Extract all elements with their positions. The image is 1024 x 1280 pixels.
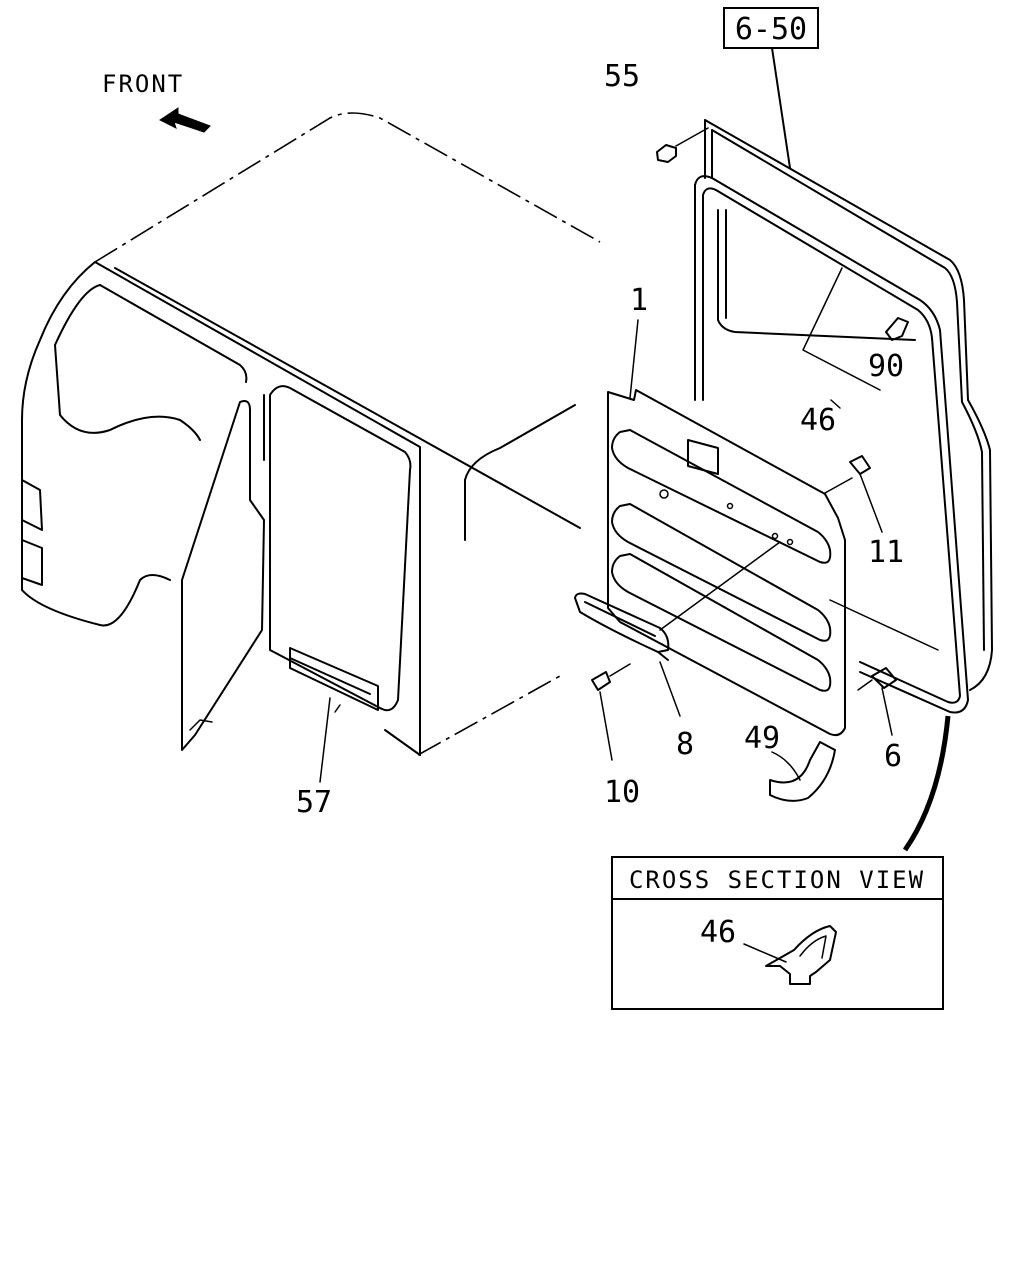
pull-handle bbox=[574, 592, 670, 661]
cross-section-view: CROSS SECTION VIEW 46 bbox=[611, 856, 944, 1010]
clip-90-icon bbox=[885, 317, 909, 341]
weatherstrip-section-icon bbox=[765, 925, 837, 985]
door-frame bbox=[694, 119, 993, 714]
trim-piece-49 bbox=[769, 741, 836, 802]
cross-section-title: CROSS SECTION VIEW bbox=[629, 866, 925, 894]
door-trim-panel bbox=[607, 389, 846, 737]
plug-icon bbox=[656, 144, 677, 163]
callout-46: 46 bbox=[800, 403, 836, 438]
callout-10: 10 bbox=[604, 775, 640, 810]
callout-1: 1 bbox=[630, 283, 648, 318]
callout-49: 49 bbox=[744, 721, 780, 756]
callout-8: 8 bbox=[676, 727, 694, 762]
cross-section-callout-46: 46 bbox=[700, 915, 736, 950]
fasteners bbox=[591, 127, 909, 802]
vehicle-body bbox=[21, 112, 601, 756]
callout-11: 11 bbox=[868, 535, 904, 570]
clip-11-icon bbox=[849, 455, 871, 475]
callout-90: 90 bbox=[868, 349, 904, 384]
front-indicator: FRONT bbox=[102, 70, 211, 133]
screw-10-icon bbox=[591, 671, 611, 691]
clip-6-icon bbox=[871, 667, 897, 689]
front-arrow-icon bbox=[159, 107, 211, 133]
callout-55: 55 bbox=[604, 59, 640, 94]
reference-box: 6-50 bbox=[723, 7, 819, 49]
callout-6: 6 bbox=[884, 739, 902, 774]
reference-label: 6-50 bbox=[735, 12, 807, 47]
callout-57: 57 bbox=[296, 785, 332, 820]
callout-labels: 55 1 90 46 11 8 10 49 6 57 bbox=[296, 59, 904, 820]
leader-lines bbox=[319, 47, 951, 852]
front-label: FRONT bbox=[102, 70, 184, 98]
